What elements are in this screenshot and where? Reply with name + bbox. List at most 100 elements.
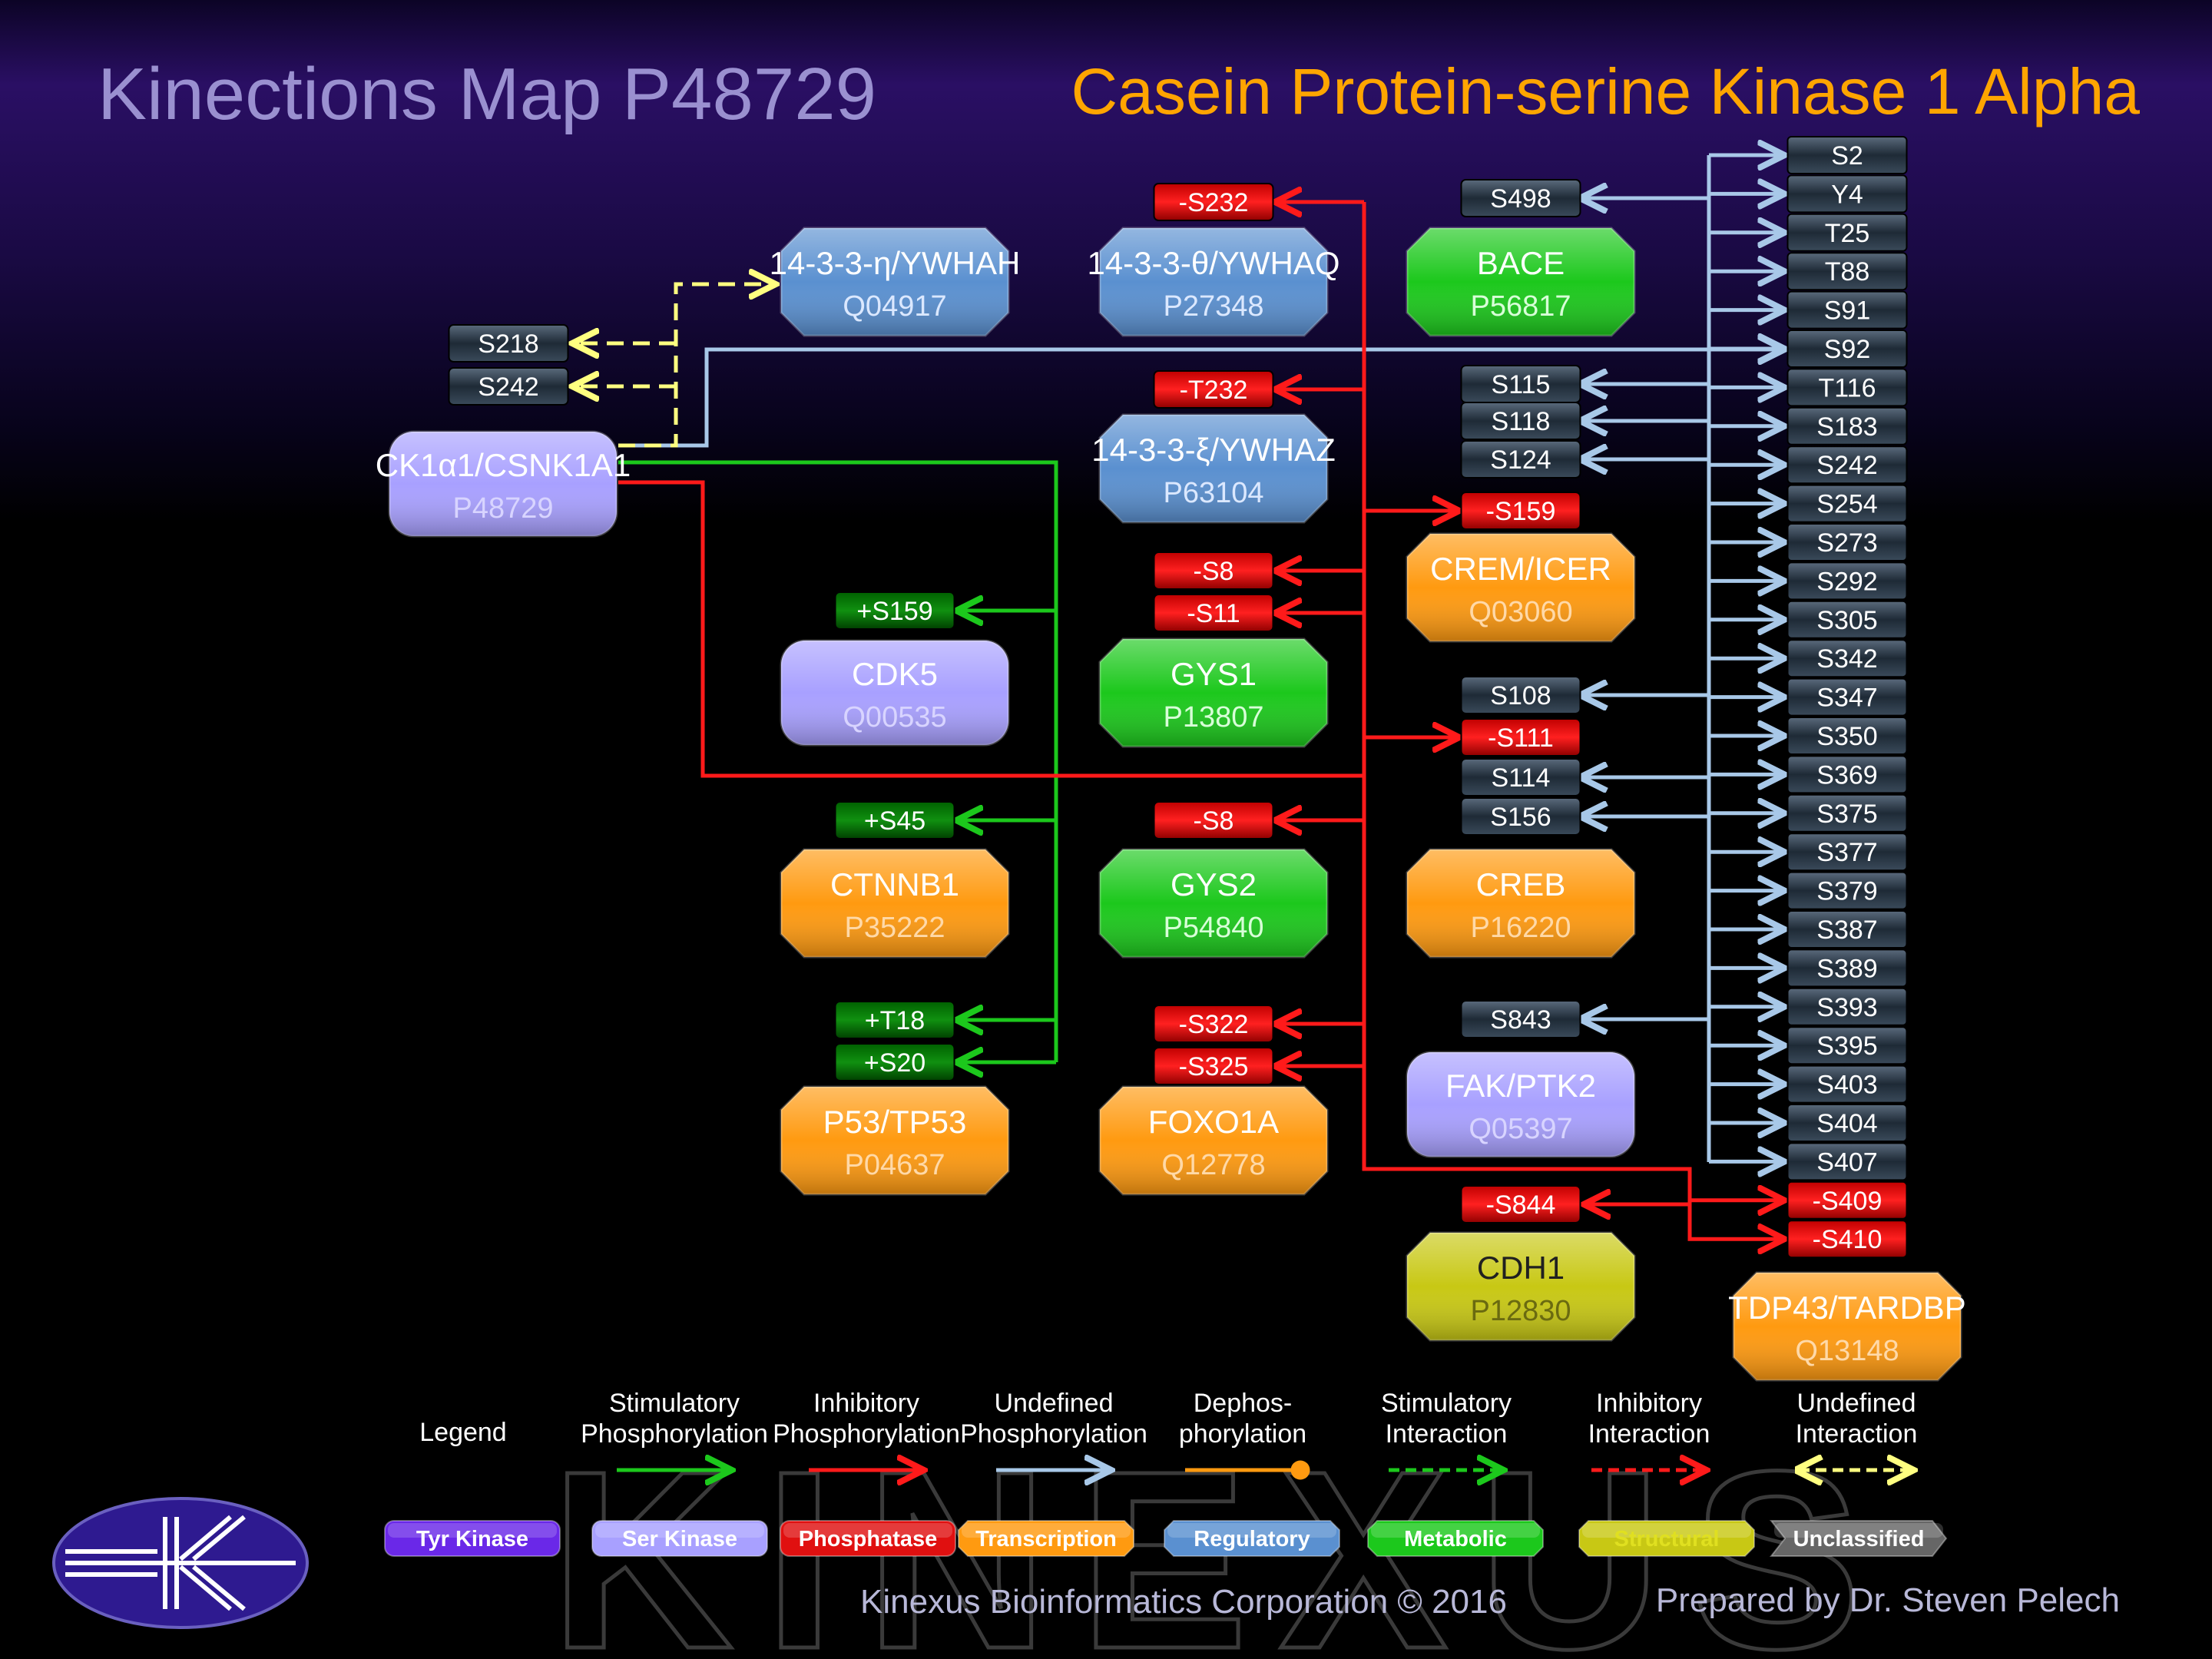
site-s111: -S111 — [1460, 718, 1581, 757]
column-site-box — [1786, 561, 1908, 601]
site-label: S114 — [1492, 763, 1551, 793]
type-chip-unclassified: Unclassified — [1769, 1520, 1948, 1557]
type-chip-structural: Structural — [1578, 1520, 1755, 1557]
type-chip-phosphatase: Phosphatase — [780, 1520, 956, 1557]
column-site-label: S2 — [1831, 141, 1863, 171]
column-site-label: T88 — [1825, 257, 1870, 286]
column-site-label: S369 — [1816, 760, 1877, 790]
column-site-label: S91 — [1824, 296, 1871, 326]
column-site-box — [1786, 600, 1908, 639]
node-accession: P04637 — [844, 1149, 945, 1181]
site-t232: -T232 — [1153, 370, 1274, 409]
node-accession: Q13148 — [1795, 1335, 1899, 1367]
chip-shape — [1578, 1520, 1755, 1557]
legend-label-line2: Interaction — [1588, 1419, 1710, 1449]
column-site: S254 — [1786, 484, 1908, 523]
site-label: S118 — [1492, 407, 1551, 436]
node-accession: P56817 — [1470, 290, 1571, 323]
chip-label: Unclassified — [1793, 1527, 1925, 1551]
node-accession: P13807 — [1163, 701, 1263, 733]
legend-label-line2: Phosphorylation — [773, 1419, 960, 1449]
chip-label: Phosphatase — [799, 1527, 938, 1551]
connector — [618, 284, 776, 448]
connection-lines — [572, 155, 1785, 1240]
node-name: 14-3-3-ξ/YWHAZ — [1091, 432, 1336, 468]
site-label: -S232 — [1179, 188, 1249, 217]
site-s218: S218 — [448, 324, 569, 363]
column-site: S347 — [1786, 677, 1908, 717]
site-s118: S118 — [1460, 402, 1581, 440]
legend-label-line1: Undefined — [1796, 1389, 1916, 1418]
site-s159: +S159 — [834, 591, 955, 630]
column-site-box — [1786, 987, 1908, 1026]
node-name: CTNNB1 — [830, 866, 959, 902]
column-site-box — [1786, 252, 1908, 291]
column-site-box — [1786, 677, 1908, 717]
column-site-label: S377 — [1816, 838, 1877, 867]
column-site: S242 — [1786, 445, 1908, 485]
column-site: Y4 — [1786, 174, 1908, 214]
site-label: +S20 — [864, 1048, 926, 1078]
site-s115: S115 — [1460, 365, 1581, 403]
site-s20: +S20 — [834, 1043, 955, 1081]
site-box — [1460, 440, 1581, 478]
column-site-label: S350 — [1816, 722, 1877, 751]
node-name: FAK/PTK2 — [1445, 1068, 1596, 1104]
column-site-label: S342 — [1816, 644, 1877, 674]
column-site-box — [1786, 406, 1908, 445]
legend-item-dephos: Dephos-phorylation — [1179, 1389, 1310, 1480]
legend-label-line1: Dephos- — [1194, 1389, 1293, 1418]
node-bace: BACE P56817 — [1406, 227, 1636, 337]
site-label: -S11 — [1187, 599, 1240, 628]
column-site: -S409 — [1786, 1181, 1908, 1220]
site-box — [1153, 370, 1274, 409]
column-site: S350 — [1786, 717, 1908, 755]
column-site-box — [1786, 1220, 1908, 1259]
site-label: -S111 — [1488, 724, 1554, 753]
node-accession: P35222 — [844, 912, 945, 944]
node-name: CK1α1/CSNK1A1 — [376, 447, 631, 483]
legend-title: Legend — [419, 1418, 506, 1447]
column-site: S377 — [1786, 833, 1908, 872]
site-s108: S108 — [1460, 676, 1581, 714]
column-site: S369 — [1786, 755, 1908, 794]
site-s11: -S11 — [1153, 594, 1274, 632]
column-site-label: S387 — [1816, 916, 1877, 945]
site-box — [1460, 1000, 1581, 1038]
column-site: S387 — [1786, 910, 1908, 949]
site-box — [1460, 1185, 1581, 1224]
node-accession: Q04917 — [843, 290, 946, 323]
column-site-label: S375 — [1816, 800, 1877, 829]
column-site: -S410 — [1786, 1220, 1908, 1259]
node-accession: P48729 — [452, 492, 553, 525]
column-site-label: S273 — [1816, 528, 1877, 558]
site-label: -S8 — [1194, 557, 1234, 586]
site-box — [834, 1001, 955, 1039]
column-site-box — [1786, 793, 1908, 833]
type-chip-tyr-kinase: Tyr Kinase — [384, 1520, 561, 1557]
legend-label-line2: Interaction — [1796, 1419, 1918, 1449]
chip-label: Regulatory — [1194, 1527, 1310, 1551]
column-site: S91 — [1786, 290, 1908, 329]
node-accession: Q12778 — [1161, 1149, 1265, 1181]
site-box — [1153, 1005, 1274, 1043]
connector — [618, 460, 1058, 1062]
column-site-box — [1786, 136, 1908, 174]
node-accession: P16220 — [1470, 912, 1571, 944]
column-site-box — [1786, 523, 1908, 561]
column-site-label: S292 — [1816, 567, 1877, 596]
column-site-box — [1786, 213, 1908, 252]
node-name: BACE — [1477, 245, 1565, 281]
column-site-box — [1786, 1026, 1908, 1065]
